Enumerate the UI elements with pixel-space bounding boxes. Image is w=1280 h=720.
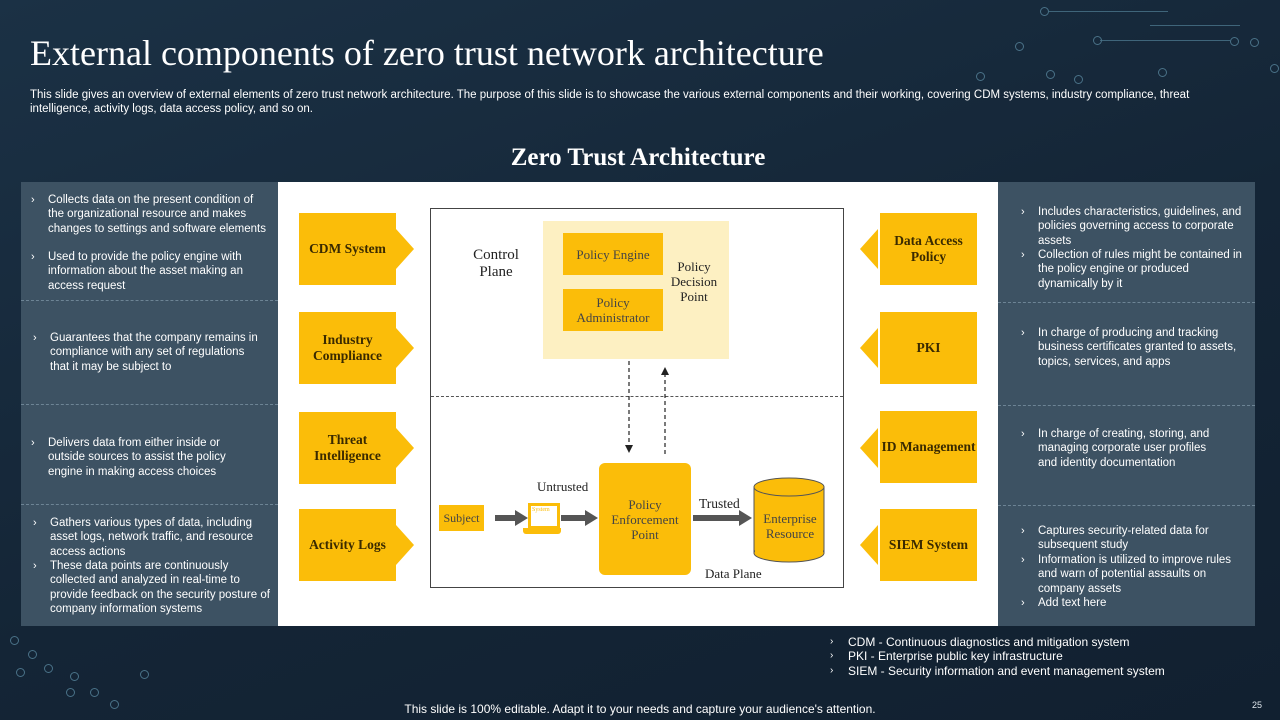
footnote-text: PKI - Enterprise public key infrastructu… xyxy=(848,649,1063,664)
abbreviation-footnotes: ›CDM - Continuous diagnostics and mitiga… xyxy=(830,635,1165,678)
threat-intelligence-box: Threat Intelligence xyxy=(299,412,396,484)
bullet-text: Collects data on the present condition o… xyxy=(48,194,266,235)
id-management-description: ›In charge of creating, storing, and man… xyxy=(998,405,1255,506)
page-title: External components of zero trust networ… xyxy=(30,33,824,73)
data-access-policy-description: ›Includes characteristics, guidelines, a… xyxy=(1021,206,1242,290)
arrow-left-icon xyxy=(860,229,878,269)
footnote-text: CDM - Continuous diagnostics and mitigat… xyxy=(848,635,1130,649)
bullet-text: Delivers data from either inside or outs… xyxy=(48,437,226,478)
arrow-right-icon xyxy=(495,510,528,526)
footnote-text: SIEM - Security information and event ma… xyxy=(848,663,1165,678)
plane-divider xyxy=(431,396,843,397)
cdm-system-box: CDM System xyxy=(299,213,396,285)
architecture-diagram: CDM System Industry Compliance Threat In… xyxy=(278,182,998,626)
bullet-text: In charge of producing and tracking busi… xyxy=(1038,327,1237,368)
id-management-box: ID Management xyxy=(880,411,977,483)
arrow-right-icon xyxy=(693,510,752,526)
arrow-right-icon xyxy=(561,510,598,526)
industry-compliance-box: Industry Compliance xyxy=(299,312,396,384)
arrow-left-icon xyxy=(860,328,878,368)
data-access-policy-box: Data Access Policy xyxy=(880,213,977,285)
right-description-panel: ›Includes characteristics, guidelines, a… xyxy=(998,182,1255,626)
activity-logs-box: Activity Logs xyxy=(299,509,396,581)
subject-box: Subject xyxy=(439,505,484,531)
enterprise-resource-label: Enterprise Resource xyxy=(763,511,817,541)
bullet-text: Used to provide the policy engine with i… xyxy=(48,251,243,292)
bullet-text: Add text here xyxy=(1038,597,1107,609)
pdp-pep-arrows xyxy=(625,361,669,457)
policy-engine-box: Policy Engine xyxy=(563,233,663,275)
industry-compliance-description: ›Guarantees that the company remains in … xyxy=(21,300,278,404)
laptop-icon: System xyxy=(523,501,563,541)
bullet-text: Information is utilized to improve rules… xyxy=(1038,554,1232,595)
threat-intelligence-description: ›Delivers data from either inside or out… xyxy=(21,404,278,505)
arrow-left-icon xyxy=(860,428,878,468)
zero-trust-frame: Control Plane Policy Engine Policy Admin… xyxy=(430,208,844,588)
arrow-right-icon xyxy=(396,428,414,468)
footer-note: This slide is 100% editable. Adapt it to… xyxy=(404,702,876,716)
untrusted-label: Untrusted xyxy=(537,479,589,494)
arrow-right-icon xyxy=(396,328,414,368)
system-label: System xyxy=(532,507,550,513)
activity-logs-description: ›Gathers various types of data, includin… xyxy=(21,504,278,627)
pki-description: ›In charge of producing and tracking bus… xyxy=(998,302,1255,406)
bullet-text: These data points are continuously colle… xyxy=(50,560,270,615)
policy-decision-point-label: Policy Decision Point xyxy=(670,259,718,304)
siem-description: ›Captures security-related data for subs… xyxy=(998,505,1255,627)
arrow-right-icon xyxy=(396,525,414,565)
diagram-title: Zero Trust Architecture xyxy=(510,144,766,171)
page-subtitle: This slide gives an overview of external… xyxy=(30,89,1190,115)
arrow-right-icon xyxy=(396,229,414,269)
policy-enforcement-point-box: Policy Enforcement Point xyxy=(599,463,691,575)
bullet-text: Collection of rules might be contained i… xyxy=(1038,249,1242,290)
siem-system-box: SIEM System xyxy=(880,509,977,581)
bullet-text: In charge of creating, storing, and mana… xyxy=(1038,428,1210,469)
bullet-text: Guarantees that the company remains in c… xyxy=(50,332,258,373)
data-plane-label: Data Plane xyxy=(705,566,762,581)
policy-administrator-box: Policy Administrator xyxy=(563,289,663,331)
trusted-label: Trusted xyxy=(699,496,740,511)
policy-decision-point-area: Policy Engine Policy Administrator Polic… xyxy=(543,221,729,359)
arrow-left-icon xyxy=(860,525,878,565)
database-icon xyxy=(753,477,825,563)
bullet-text: Includes characteristics, guidelines, an… xyxy=(1038,206,1242,247)
cdm-description: ›Collects data on the present condition … xyxy=(31,194,266,292)
page-number: 25 xyxy=(1251,700,1262,710)
bullet-text: Captures security-related data for subse… xyxy=(1038,525,1209,552)
bullet-text: Gathers various types of data, including… xyxy=(50,517,254,558)
pki-box: PKI xyxy=(880,312,977,384)
control-plane-label: Control Plane xyxy=(473,247,519,280)
left-description-panel: ›Collects data on the present condition … xyxy=(21,182,278,626)
